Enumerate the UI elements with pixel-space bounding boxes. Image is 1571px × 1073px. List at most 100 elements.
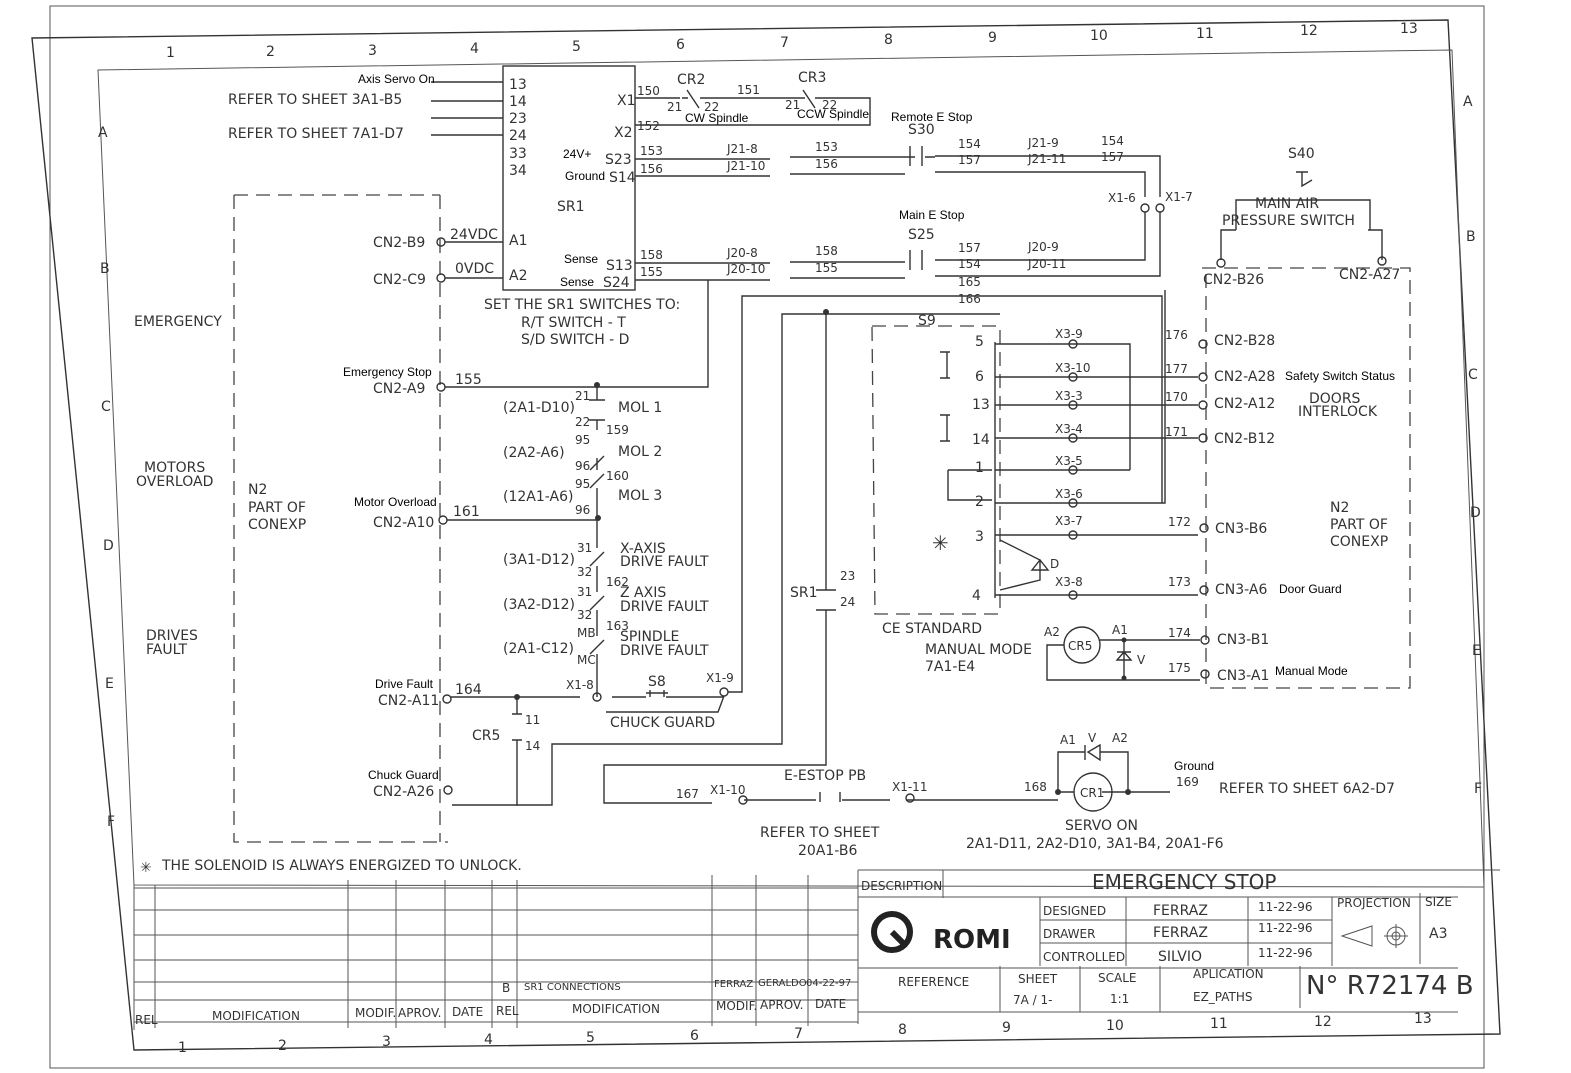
label-chain-n32b: 32: [577, 608, 592, 622]
col-8-bottom: 8: [898, 1022, 907, 1038]
label-chain-mol2: MOL 2: [618, 444, 662, 460]
label-revisions-rev-b-aprov: GERALDO: [758, 978, 807, 989]
label-title-block-drawer: FERRAZ: [1153, 925, 1208, 941]
col-7-bottom: 7: [794, 1026, 803, 1042]
wire-150: 150: [637, 84, 660, 98]
label-chain-n96a: 96: [575, 459, 590, 473]
section-drives: DRIVES: [146, 628, 198, 644]
drive-fault-annotation: Drive Fault: [375, 677, 434, 691]
label-wires-w175: 175: [1168, 661, 1191, 675]
label-terminals-x3-4: X3-4: [1055, 422, 1083, 436]
sense-s24-annotation: Sense: [560, 275, 594, 289]
label-chain-n21: 21: [575, 389, 590, 403]
wire-154-b: 154: [1101, 134, 1124, 148]
wire-165: 165: [958, 275, 981, 289]
label-switches-s9-pins-4: 1: [975, 460, 984, 476]
label-connectors-right-cn2-b12: CN2-B12: [1214, 431, 1275, 447]
n2-left-line3: CONEXP: [248, 517, 306, 533]
left-connectors: CN2-B9 CN2-C9 CN2-A9 CN2-A10 CN2-A11 CN2…: [343, 227, 498, 800]
axis-servo-on-annotation: Axis Servo On: [358, 72, 435, 86]
label-wires-w163: 163: [606, 619, 629, 633]
sr1-pin-34: 34: [509, 163, 527, 179]
cw-spindle-annotation: CW Spindle: [685, 111, 749, 125]
label-revisions-modif: MODIF.: [716, 999, 757, 1013]
remote-estop-wires: [635, 155, 1161, 197]
x3-terminals: X3-9 X3-10 X3-3 X3-4 X3-5 X3-6 X3-7 X3-8: [1055, 327, 1090, 600]
term-j21-10: J21-10: [726, 159, 765, 173]
wire-155: 155: [640, 265, 663, 279]
label-title-block-designed-label: DESIGNED: [1043, 904, 1106, 918]
main-air-label-2: PRESSURE SWITCH: [1222, 213, 1355, 229]
sr1-pin-33: 33: [509, 146, 527, 162]
diode-d: D: [1050, 557, 1059, 571]
label-chain-n31b: 31: [577, 585, 592, 599]
sr1-pin-s24: S24: [603, 275, 630, 291]
label-title-block-designed: FERRAZ: [1153, 903, 1208, 919]
label-terminals-x3-3: X3-3: [1055, 389, 1083, 403]
sr1-23: 23: [840, 569, 855, 583]
col-13: 13: [1400, 21, 1418, 37]
cr1-v: V: [1088, 731, 1097, 745]
label-title-block-controlled: SILVIO: [1158, 949, 1202, 965]
label-chain-xaxis-2: DRIVE FAULT: [620, 554, 709, 570]
term-j21-8: J21-8: [726, 142, 758, 156]
label-wires-w172: 172: [1168, 515, 1191, 529]
col-1: 1: [166, 45, 175, 61]
label-terminals-x3-5: X3-5: [1055, 454, 1083, 468]
section-overload: OVERLOAD: [136, 474, 213, 490]
section-emergency: EMERGENCY: [134, 314, 222, 330]
switch-s9: S9: [918, 313, 936, 329]
label-revisions-rel: REL: [135, 1013, 158, 1027]
cn2-a27: CN2-A27: [1339, 267, 1400, 283]
cn2-a9: CN2-A9: [373, 381, 425, 397]
cr3-21: 21: [785, 98, 800, 112]
sr1-pin-14: 14: [509, 94, 527, 110]
sr1-pin-s23: S23: [605, 152, 632, 168]
wire-157-b: 157: [1101, 150, 1124, 164]
row-d: D: [103, 538, 114, 554]
label-chain-spindle-2: DRIVE FAULT: [620, 643, 709, 659]
manual-mode-2: 7A1-E4: [925, 659, 975, 675]
col-1-bottom: 1: [178, 1040, 187, 1056]
label-chain-n31a: 31: [577, 541, 592, 555]
sr1-pin-a2: A2: [509, 268, 527, 284]
ref-sheet-20a1-l2: 20A1-B6: [798, 843, 857, 859]
label-chain-spindle-1: SPINDLE: [620, 629, 679, 645]
wire-156-b: 156: [815, 157, 838, 171]
label-wires-w164: 164: [455, 682, 482, 698]
switch-s30: S30: [908, 122, 935, 138]
label-title-block-scale: 1:1: [1110, 992, 1129, 1006]
ref-sheet-7a1-d7: REFER TO SHEET 7A1-D7: [228, 126, 404, 142]
main-estop-wires: [635, 212, 1161, 281]
term-j20-8: J20-8: [726, 246, 758, 260]
label-chain-ref-12a1-a6: (12A1-A6): [503, 489, 573, 505]
n2-right-line1: N2: [1330, 500, 1349, 516]
chuck-guard-label: CHUCK GUARD: [610, 715, 715, 731]
safety-switch-status-annotation: Safety Switch Status: [1285, 369, 1395, 383]
label-revisions-modification: MODIFICATION: [212, 1009, 300, 1023]
label-title-block-projection-label: PROJECTION: [1337, 896, 1411, 910]
label-switches-s9-pins-7: 4: [972, 588, 981, 604]
switch-s40: S40: [1288, 146, 1315, 162]
cr1-a1: A1: [1060, 733, 1076, 747]
label-terminals-x3-9: X3-9: [1055, 327, 1083, 341]
label-chain-n32a: 32: [577, 565, 592, 579]
cn2-a10: CN2-A10: [373, 515, 434, 531]
relay-cr3: CR3: [798, 70, 826, 86]
wire-155-b: 155: [815, 261, 838, 275]
e-estop-pb-label: E-ESTOP PB: [784, 768, 866, 784]
label-revisions-modification: MODIFICATION: [572, 1002, 660, 1016]
label-24vdc: 24VDC: [450, 227, 498, 243]
n2-right-box: [1202, 267, 1411, 689]
row-a-right: A: [1463, 94, 1473, 110]
term-j21-11: J21-11: [1027, 152, 1066, 166]
wire-153: 153: [640, 144, 663, 158]
ref-sheet-3a1-b5: REFER TO SHEET 3A1-B5: [228, 92, 402, 108]
ref-sheet-6a2-d7: REFER TO SHEET 6A2-D7: [1219, 781, 1395, 797]
label-title-block-drawer-label: DRAWER: [1043, 927, 1095, 941]
main-air-label-1: MAIN AIR: [1255, 196, 1319, 212]
wire-166: 166: [958, 292, 981, 306]
label-title-block-description-label: DESCRIPTION: [861, 879, 942, 893]
col-4-bottom: 4: [484, 1032, 493, 1048]
label-switches-s9-pins-3: 14: [972, 432, 990, 448]
